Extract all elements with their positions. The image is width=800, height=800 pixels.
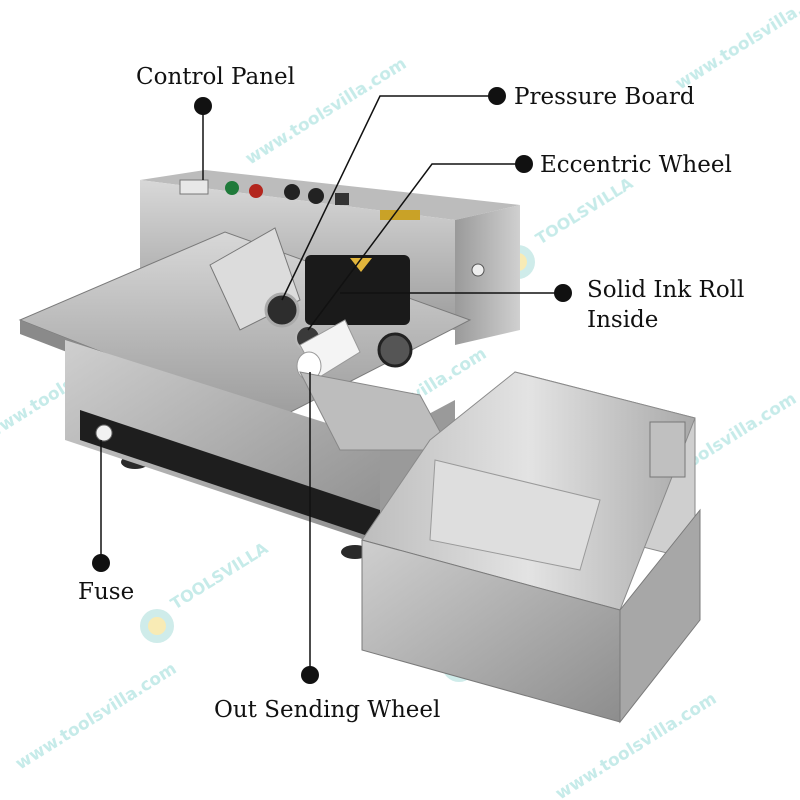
ink-head-block <box>305 255 410 325</box>
callouts <box>100 95 563 675</box>
warning-sticker <box>380 210 420 220</box>
control-panel-red-button <box>249 184 263 198</box>
control-panel-switch <box>179 179 209 195</box>
label-out-sending-wheel: Out Sending Wheel <box>214 697 441 723</box>
rear-housing-side <box>455 205 520 345</box>
fuse-holder <box>95 424 113 442</box>
watermark-brand-2: TOOLSVILLA <box>532 173 637 248</box>
base-black-band <box>80 410 380 540</box>
callout-dot-fuse <box>92 554 110 572</box>
callout-dot-control-panel <box>194 97 212 115</box>
rear-gauge <box>471 263 485 277</box>
gear-wheel <box>377 332 413 368</box>
callout-dot-solid-ink-roll <box>554 284 572 302</box>
callout-dots <box>92 87 572 684</box>
output-tray-inner-plate <box>429 459 601 571</box>
watermark-url-2: www.toolsvilla.com <box>672 0 800 94</box>
callout-dot-eccentric-wheel <box>515 155 533 173</box>
logo-pin-icon <box>140 609 174 643</box>
label-control-panel: Control Panel <box>136 64 295 90</box>
label-solid-ink-roll-line1: Solid Ink Roll <box>587 277 745 303</box>
output-tray-side <box>619 508 701 724</box>
label-fuse: Fuse <box>78 579 135 605</box>
control-panel-plug <box>335 193 349 205</box>
callout-dot-out-sending-wheel <box>301 666 319 684</box>
ink-head-warning-label <box>350 258 372 272</box>
control-panel-knob <box>308 188 324 204</box>
watermark-brand-3: TOOLSVILLA <box>167 538 272 613</box>
label-solid-ink-roll-line2: Inside <box>587 307 659 333</box>
coding-machine-illustration <box>18 170 701 724</box>
label-eccentric-wheel: Eccentric Wheel <box>540 152 732 178</box>
control-panel-green-button <box>225 181 239 195</box>
callout-line-pressure-board <box>281 95 497 301</box>
callout-dot-pressure-board <box>488 87 506 105</box>
output-tray-stopper <box>649 421 686 478</box>
control-panel-knob <box>284 184 300 200</box>
watermark-url-6: www.toolsvilla.com <box>12 659 180 774</box>
label-solid-ink-roll: Solid Ink Roll Inside <box>587 275 787 335</box>
ink-roll-wheel <box>264 292 300 328</box>
label-pressure-board: Pressure Board <box>514 84 695 110</box>
callout-line-eccentric-wheel <box>307 163 524 331</box>
